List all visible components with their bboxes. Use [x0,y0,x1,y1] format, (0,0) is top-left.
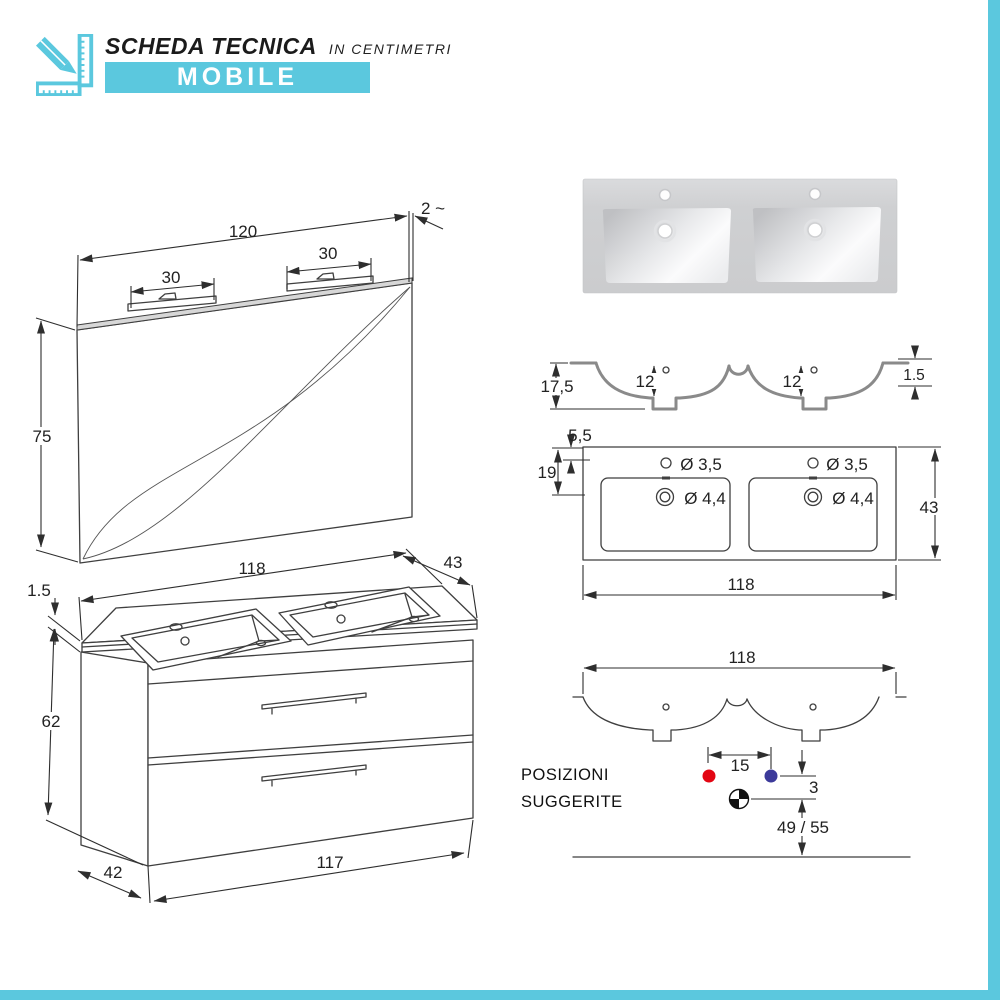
dim-plan-width: 118 [727,575,754,594]
dim-bowl-depth-left: 12 [636,372,655,391]
basin-plan-view: Ø 3,5 Ø 3,5 Ø 4,4 Ø 4,4 5,5 19 43 118 [538,426,943,600]
label-drain-left: Ø 4,4 [684,489,726,508]
dim-mirror-depth: 2 ~ [421,199,445,218]
ruler-pencil-icon [36,34,94,96]
dim-mirror-height: 75 [33,427,52,446]
drawer-handle-bottom [261,764,367,787]
mirror-drawing: 120 2 ~ 30 30 75 [30,199,445,564]
cold-water-dot [764,769,778,783]
section-banner: MOBILE [105,62,370,93]
dim-hole-spacing: 15 [731,756,750,775]
dim-body-width: 117 [316,853,343,872]
dim-section-height: 17,5 [540,377,573,396]
drain-photo-left [657,223,673,239]
positions-label-line2: SUGGERITE [521,793,623,811]
dim-positions-width: 118 [728,648,755,667]
dim-top-thickness: 1.5 [27,581,51,600]
dim-height-range: 49 / 55 [777,818,829,837]
dim-top-depth: 43 [444,553,463,572]
dim-edge-to-drain: 19 [538,463,557,482]
tap-hole-photo-left [658,188,672,202]
label-tap-hole-right: Ø 3,5 [826,455,868,474]
basin-section-view: 17,5 12 12 1.5 [539,345,932,411]
page-title: SCHEDA TECNICA [105,33,317,59]
dim-light-left: 30 [162,268,181,287]
label-tap-hole-left: Ø 3,5 [680,455,722,474]
drain-photo-right [807,222,823,238]
header: SCHEDA TECNICA IN CENTIMETRI [105,33,665,60]
positions-view: 118 15 3 49 / 55 POSIZIONI SUGGERITE [521,648,911,858]
hot-water-dot [702,769,716,783]
vanity-drawing: 118 43 1.5 62 42 117 [27,548,478,904]
tap-hole-photo-right [808,187,822,201]
dim-edge-to-tap: 5,5 [568,426,592,445]
page-subtitle: IN CENTIMETRI [328,41,452,57]
basin-photo [582,178,898,294]
dim-top-width: 118 [238,559,265,578]
positions-label-line1: POSIZIONI [521,766,609,784]
label-drain-right: Ø 4,4 [832,489,874,508]
dim-body-height: 62 [42,712,61,731]
dim-hole-offset: 3 [809,778,818,797]
right-accent-stripe [988,0,1000,1000]
drain-center-symbol [728,788,750,810]
dim-mirror-width: 120 [229,222,257,241]
bottom-accent-stripe [0,990,1000,1000]
dim-rim-thickness: 1.5 [903,367,925,384]
dim-plan-depth: 43 [920,498,939,517]
dim-body-depth: 42 [104,863,123,882]
dim-light-right: 30 [319,244,338,263]
dim-bowl-depth-right: 12 [783,372,802,391]
drawer-handle-top [261,692,367,715]
